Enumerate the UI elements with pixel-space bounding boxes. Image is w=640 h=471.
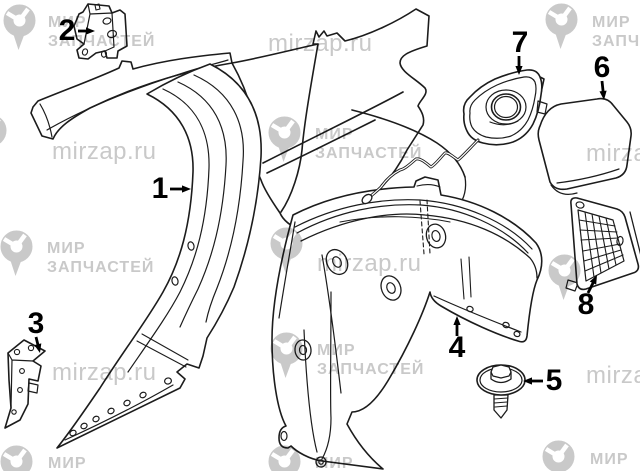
fuel-filler-pocket — [462, 69, 548, 146]
callout-digit-8: 8 — [577, 288, 595, 321]
callout-digit-3: 3 — [27, 307, 45, 340]
bracket-upper — [73, 3, 128, 60]
callout-digit-2: 2 — [58, 14, 76, 47]
roof-rail-strip — [30, 52, 233, 140]
c-pillar-panel — [56, 63, 262, 449]
bracket-lower — [4, 339, 46, 429]
callout-digit-1: 1 — [151, 172, 169, 205]
fuel-door — [537, 97, 632, 195]
callout-digit-7: 7 — [511, 26, 529, 59]
callout-digit-5: 5 — [545, 364, 563, 397]
vent-grille — [565, 197, 640, 292]
wheelhouse-liner — [271, 176, 543, 470]
callout-digit-6: 6 — [593, 51, 611, 84]
fuel-filler-cable — [361, 138, 480, 205]
push-pin-fastener — [476, 364, 526, 419]
callout-digit-4: 4 — [448, 331, 466, 364]
